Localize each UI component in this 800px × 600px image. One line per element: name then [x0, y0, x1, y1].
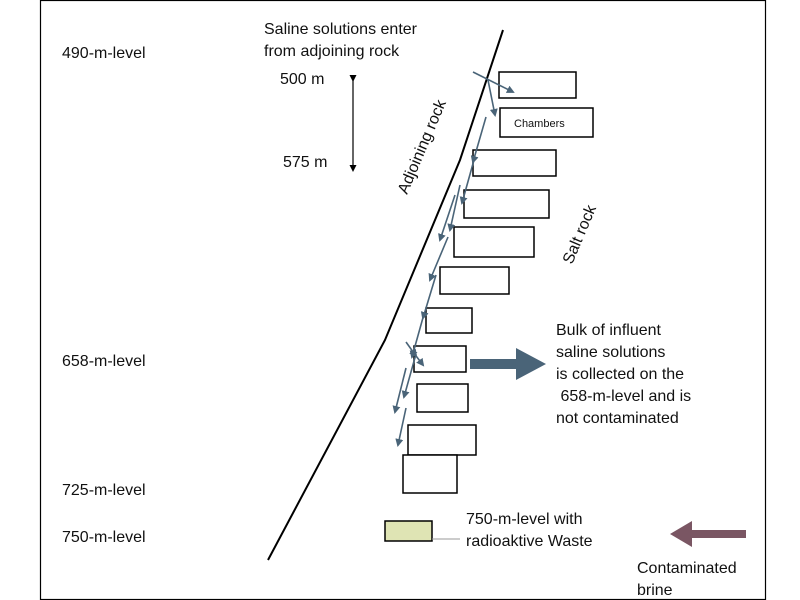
collection-arrow	[470, 348, 546, 380]
depth-bottom-label: 575 m	[283, 154, 327, 171]
chambers-label: Chambers	[514, 118, 565, 130]
inflow-arrow	[412, 351, 425, 367]
inflow-arrow	[428, 236, 449, 282]
inflow-note-line1: Saline solutions enter	[264, 21, 418, 38]
chamber	[402, 454, 458, 494]
waste-note-line2: radioaktive Waste	[466, 533, 593, 550]
collection-note-line3: is collected on the	[556, 366, 684, 383]
chambers-group	[402, 71, 594, 494]
chamber	[498, 71, 577, 99]
chamber	[407, 424, 477, 456]
collection-note-line2: saline solutions	[556, 344, 665, 361]
chamber	[416, 383, 469, 413]
waste-note-line1: 750-m-level with	[466, 511, 582, 528]
chamber	[425, 307, 473, 334]
collection-note-line1: Bulk of influent	[556, 322, 662, 339]
inflow-arrow	[420, 274, 437, 320]
chamber	[472, 149, 557, 177]
level-label-490: 490-m-level	[62, 45, 146, 62]
level-label-658: 658-m-level	[62, 353, 146, 370]
chamber	[413, 345, 467, 373]
level-label-725: 725-m-level	[62, 482, 146, 499]
inflow-arrow	[438, 194, 456, 242]
inflow-arrow	[470, 116, 487, 164]
chamber	[453, 226, 535, 258]
waste-chamber	[384, 520, 433, 542]
chamber	[439, 266, 510, 295]
rock-boundary-line	[267, 29, 504, 561]
collection-note-line5: not contaminated	[556, 410, 679, 427]
inflow-note-line2: from adjoining rock	[264, 43, 400, 60]
diagram-frame	[39, 0, 767, 600]
chamber	[463, 189, 550, 219]
inflow-arrow	[447, 184, 461, 232]
depth-top-label: 500 m	[280, 71, 324, 88]
inflow-arrows	[392, 71, 515, 447]
collection-note-line4: 658-m-level and is	[556, 388, 691, 405]
inflow-arrow	[459, 159, 475, 205]
inflow-arrow	[487, 79, 498, 117]
inflow-arrow	[472, 71, 515, 93]
brine-arrow	[670, 521, 746, 547]
salt-rock-label: Salt rock	[560, 202, 600, 267]
brine-note-line1: Contaminated	[637, 560, 737, 577]
inflow-arrow	[401, 353, 417, 399]
inflow-arrow	[392, 367, 407, 414]
chamber	[499, 107, 594, 138]
brine-note-line2: brine	[637, 582, 673, 599]
adjoining-rock-label: Adjoining rock	[395, 96, 450, 196]
level-label-750: 750-m-level	[62, 529, 146, 546]
inflow-arrow	[395, 407, 407, 447]
